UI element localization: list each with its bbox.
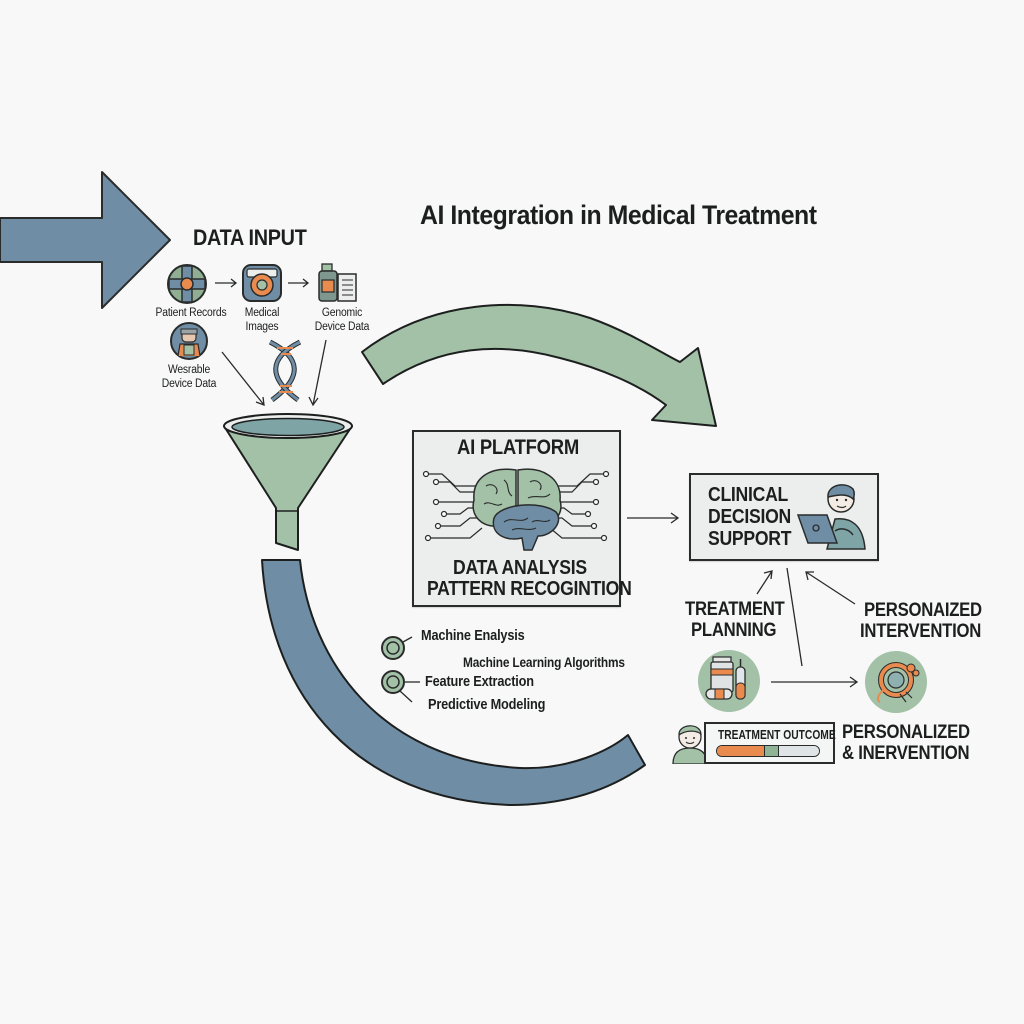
ml-nodes [381,636,420,703]
clinical-line3: SUPPORT [708,528,792,550]
ai-platform-title: AI PLATFORM [457,436,579,459]
clinical-line2: DECISION [708,506,791,528]
genomic-data-icon [318,263,357,302]
brain-circuit-icon [422,468,610,551]
wearable-device-label: Wesrable Device Data [161,364,217,390]
dna-icon [268,339,302,403]
medical-images-label: Medical Images [244,307,280,333]
wearable-device-icon [170,322,208,360]
ai-platform-line1: DATA ANALYSIS [453,557,587,579]
personalized-bottom-line1: PERSONALIZED [842,722,970,743]
clinical-to-intervention-line [786,567,803,667]
treatment-to-intervention-arrow [771,676,859,688]
treatment-outcome-progress [716,745,820,757]
patient-avatar-icon [672,725,708,764]
entry-arrow [0,171,171,309]
patient-records-icon [167,264,207,304]
ml-item-predictive-modeling: Predictive Modeling [428,697,546,713]
personalized-intervention-line2: INTERVENTION [860,621,982,642]
data-input-heading: DATA INPUT [193,225,307,250]
planning-to-clinical-arrow [756,570,773,595]
clinical-line1: CLINICAL [708,484,789,506]
targeted-therapy-icon [865,651,927,713]
progress-segment-orange [717,746,765,756]
ml-node-icon [381,636,405,660]
treatment-planning-line2: PLANNING [691,620,777,641]
curved-arrow-green [361,303,717,427]
treatment-outcome-panel: TREATMENT OUTCOME [704,722,836,764]
genomic-data-label: Genomic Device Data [314,307,370,333]
ml-item-machine-analysis: Machine Enalysis [421,628,525,644]
progress-segment-green [765,746,779,756]
funnel-icon [223,413,353,551]
intervention-to-clinical-arrow [805,571,856,605]
personalized-intervention-line1: PERSONAIZED [864,600,982,621]
input-connectors [215,278,327,407]
treatment-outcome-label: TREATMENT OUTCOME [718,728,836,742]
ml-item-feature-extraction: Feature Extraction [425,674,534,690]
curved-arrow-blue [261,559,646,806]
personalized-bottom-line2: & INERVENTION [842,743,970,764]
ml-node-icon [381,670,405,694]
treatment-planning-line1: TREATMENT [685,599,785,620]
progress-segment-remaining [778,746,819,756]
ml-item-ml-algorithms: Machine Learning Algorithms [463,655,625,670]
ai-platform-line2: PATTERN RECOGINTION [427,578,632,600]
patient-records-label: Patient Records [155,307,227,319]
medical-image-icon [242,264,282,302]
doctor-laptop-icon [796,484,866,550]
diagram-title: AI Integration in Medical Treatment [420,200,817,230]
medication-icon [698,650,760,712]
platform-to-clinical-arrow [627,512,680,524]
